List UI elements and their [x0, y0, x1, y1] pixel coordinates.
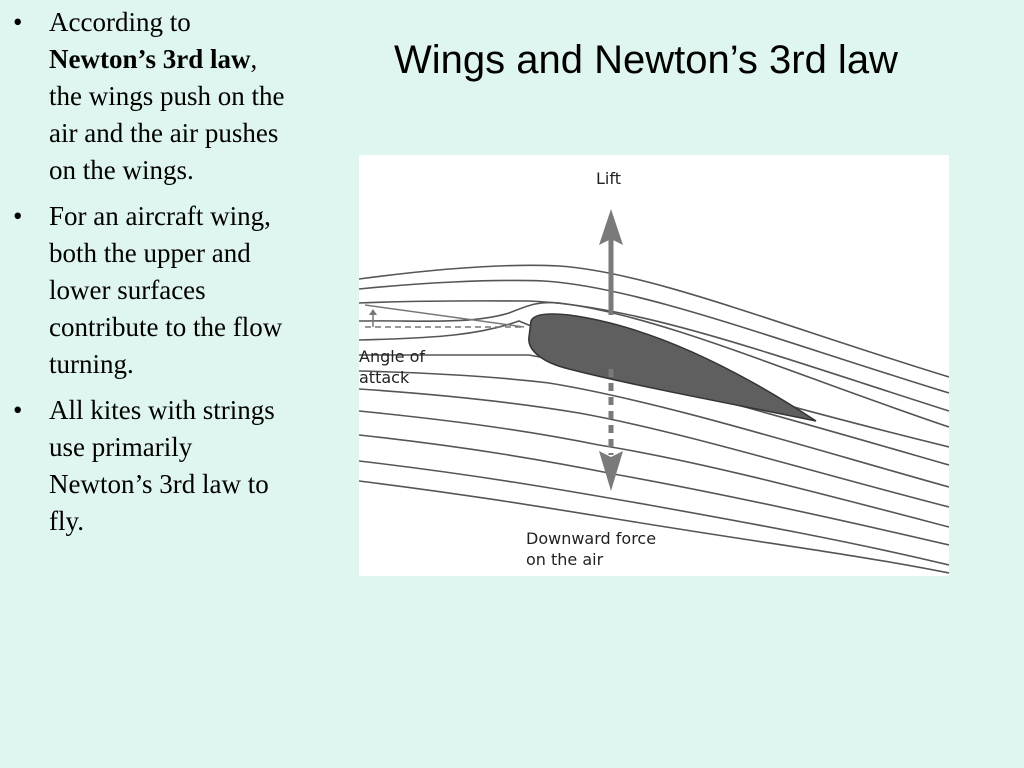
bullet-list: • According to Newton’s 3rd law, the win…: [0, 4, 290, 549]
angle-of-attack-label-line2: attack: [359, 368, 410, 387]
bullet-item-aircraft: • For an aircraft wing, both the upper a…: [0, 198, 290, 383]
bullet-text-post: , the wings push on the air and the air …: [49, 44, 285, 185]
streamline: [359, 480, 949, 574]
downward-force-label-line1: Downward force: [526, 529, 656, 548]
angle-of-attack-label-line1: Angle of: [359, 347, 425, 366]
bullet-text: For an aircraft wing, both the upper and…: [49, 201, 283, 379]
bullet-symbol: •: [13, 7, 23, 37]
airfoil-shape: [528, 313, 817, 422]
lift-arrow: [599, 209, 623, 315]
lift-label: Lift: [596, 169, 621, 188]
bullet-text-pre: According to: [49, 7, 191, 37]
bullet-symbol: •: [13, 201, 23, 231]
bullet-text: All kites with strings use primarily New…: [49, 395, 275, 536]
streamline: [359, 279, 949, 394]
downward-force-label-line2: on the air: [526, 550, 604, 569]
wing-diagram: Lift Angle of attack Downward force on t…: [359, 155, 949, 576]
downward-force-arrow: [599, 369, 623, 491]
streamline: [359, 388, 949, 508]
lift-arrowhead-icon: [599, 209, 623, 245]
angle-of-attack-marker: [364, 304, 525, 328]
bullet-item-kites: • All kites with strings use primarily N…: [0, 392, 290, 540]
streamline: [359, 264, 949, 378]
bullet-text-bold: Newton’s 3rd law: [49, 44, 251, 74]
streamlines: [359, 264, 949, 574]
streamline: [359, 301, 949, 428]
streamline: [359, 370, 949, 488]
slide-title: Wings and Newton’s 3rd law: [394, 38, 898, 82]
streamline: [359, 410, 949, 528]
chord-line: [364, 304, 525, 328]
streamline: [359, 434, 949, 546]
bullet-item-newton: • According to Newton’s 3rd law, the win…: [0, 4, 290, 189]
wing-diagram-svg: Lift Angle of attack Downward force on t…: [359, 169, 949, 574]
streamline: [359, 460, 949, 566]
angle-arrow-icon: [369, 309, 377, 315]
bullet-symbol: •: [13, 395, 23, 425]
downward-arrowhead-icon: [599, 451, 623, 491]
